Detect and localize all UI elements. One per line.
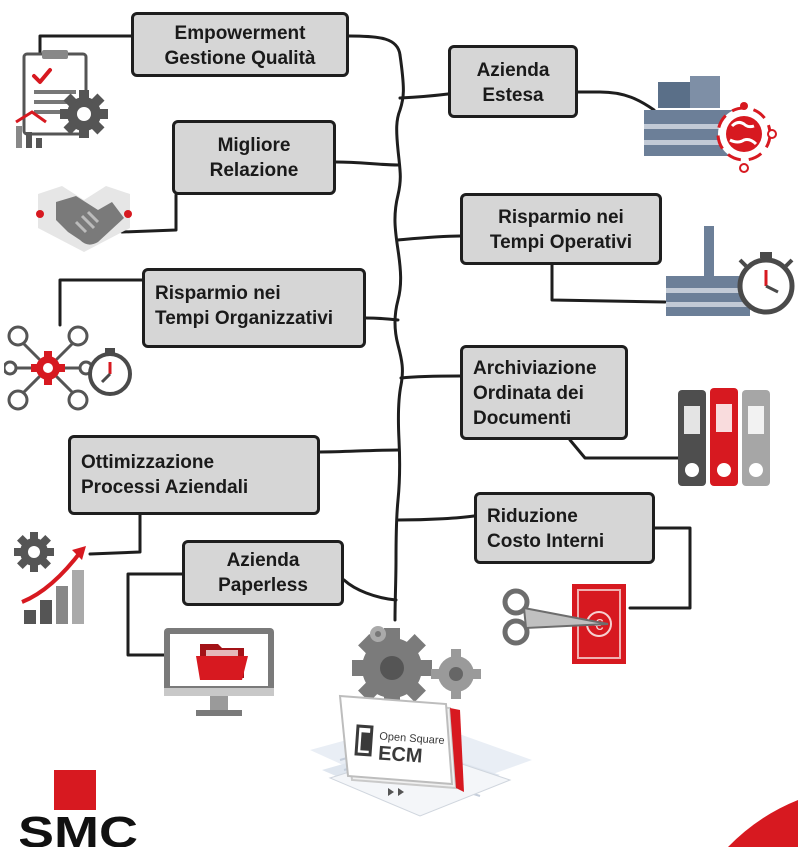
- node-paperless-line-1: Azienda: [226, 550, 300, 571]
- node-tempi-organizzativi: Risparmio nei Tempi Organizzativi: [142, 268, 366, 348]
- binders-icon: [678, 388, 770, 486]
- network-stopwatch-icon: [4, 325, 132, 411]
- factory-globe-icon: [644, 76, 777, 173]
- node-empowerment-line-2: Gestione Qualità: [164, 48, 316, 69]
- scissors-banknote-icon: €: [502, 584, 626, 664]
- node-archiviazione: Archiviazione Ordinata dei Documenti: [460, 345, 628, 440]
- node-ottimizzazione: Ottimizzazione Processi Aziendali: [68, 435, 320, 515]
- node-riduzione-line-2: Costo Interni: [487, 531, 605, 552]
- node-ottimizzazione-line-1: Ottimizzazione: [81, 452, 215, 473]
- smc-logo: SMC: [20, 770, 138, 847]
- node-tempi-organizzativi-line-1: Risparmio nei: [155, 283, 281, 304]
- node-tempi-operativi-line-1: Risparmio nei: [498, 207, 624, 228]
- smc-logo-text: SMC: [20, 808, 138, 847]
- node-paperless-line-2: Paperless: [218, 575, 308, 596]
- node-riduzione-line-1: Riduzione: [487, 506, 578, 527]
- handshake-icon: [36, 186, 132, 252]
- corner-accent: [728, 800, 798, 847]
- node-azienda-estesa-line-1: Azienda: [476, 60, 550, 81]
- node-riduzione: Riduzione Costo Interni: [474, 492, 655, 564]
- monitor-folder-icon: [164, 628, 274, 716]
- ecm-product-line-2: ECM: [377, 742, 423, 767]
- node-paperless: Azienda Paperless: [182, 540, 344, 606]
- node-archiviazione-line-2: Ordinata dei: [473, 383, 584, 404]
- node-tempi-operativi-line-2: Tempi Operativi: [489, 232, 633, 253]
- node-tempi-operativi: Risparmio nei Tempi Operativi: [460, 193, 662, 265]
- node-azienda-estesa: Azienda Estesa: [448, 45, 578, 118]
- ecm-product-line-1: Open Square: [379, 731, 445, 748]
- node-migliore-relazione-line-2: Relazione: [209, 160, 299, 181]
- node-azienda-estesa-line-2: Estesa: [482, 85, 544, 106]
- node-empowerment-line-1: Empowerment: [174, 23, 306, 44]
- node-ottimizzazione-line-2: Processi Aziendali: [81, 477, 249, 498]
- checklist-gear-icon: [15, 50, 108, 148]
- node-migliore-relazione-line-1: Migliore: [217, 135, 291, 156]
- factory-stopwatch-icon: [666, 226, 795, 316]
- node-archiviazione-line-3: Documenti: [473, 408, 572, 429]
- node-migliore-relazione: Migliore Relazione: [172, 120, 336, 195]
- ecm-gears-icon: Open Square ECM: [310, 626, 532, 817]
- node-empowerment: Empowerment Gestione Qualità: [131, 12, 349, 77]
- svg-text:€: €: [595, 617, 604, 634]
- node-tempi-organizzativi-line-2: Tempi Organizzativi: [155, 308, 334, 329]
- node-archiviazione-line-1: Archiviazione: [473, 358, 597, 379]
- gear-growth-chart-icon: [14, 532, 86, 624]
